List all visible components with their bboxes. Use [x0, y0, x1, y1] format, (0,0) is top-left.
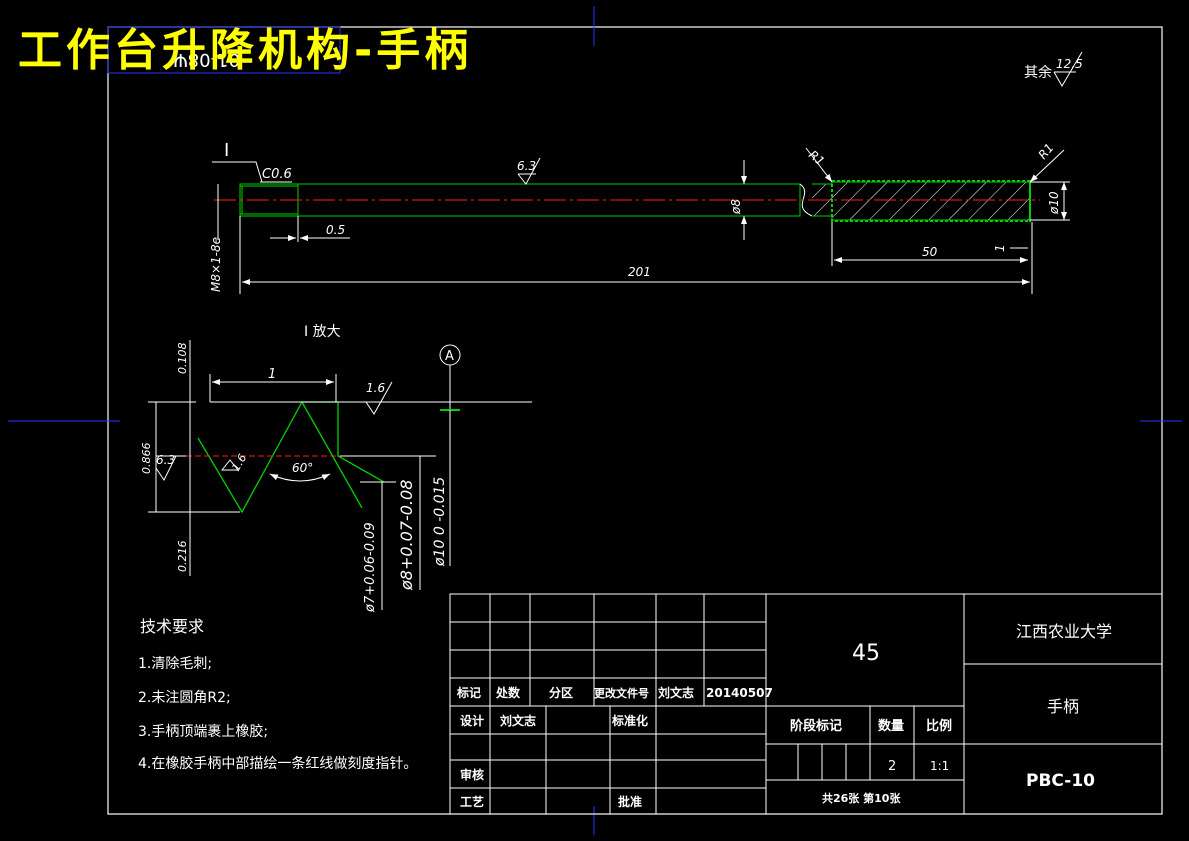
general-roughness-symbol: 其余 12.5 [1024, 51, 1083, 87]
dia-pitch-label: ø7+0.06-0.09 [363, 522, 378, 613]
part-name-label: 手柄 [1047, 697, 1079, 716]
undercut-label: 0.5 [326, 223, 345, 237]
tech-req-item: 2.未注圆角R2; [138, 690, 231, 706]
length-total-label: 201 [628, 265, 651, 279]
radius-left: R1 [806, 148, 827, 169]
sheets-label: 共26张 第10张 [822, 791, 901, 805]
material-label: 45 [852, 641, 880, 666]
detail-view: I 放大 1 1.6 A 6.3 1.6 [140, 324, 532, 613]
overlay-title: 工作台升降机构-手柄 [18, 25, 473, 76]
dia-major-label: ø8+0.07-0.08 [397, 480, 416, 591]
tech-req-item: 3.手柄顶端裹上橡胶; [138, 723, 268, 740]
step-label: 1 [993, 244, 1007, 252]
angle-label: 60° [292, 461, 313, 475]
school-label: 江西农业大学 [1016, 622, 1112, 641]
rev-cell: 分区 [549, 685, 573, 700]
title-block [449, 593, 1163, 815]
designer-name: 刘文志 [500, 713, 536, 728]
dim-0108: 0.108 [176, 343, 189, 375]
scale-value: 1:1 [930, 759, 949, 773]
chamfer-label: C0.6 [262, 167, 292, 182]
radius-right: R1 [1036, 141, 1057, 162]
approve-label: 批准 [618, 794, 642, 809]
rev-cell: 20140507 [706, 686, 773, 700]
rev-cell: 标记 [456, 685, 481, 700]
dia-ref-label: ø10 0 -0.015 [432, 477, 448, 567]
scale-label: 比例 [926, 718, 952, 734]
length-head-label: 50 [922, 245, 938, 259]
dia-head-label: ø10 [1047, 191, 1061, 215]
roughness-mid: 6.3 [517, 159, 536, 173]
dim-0866: 0.866 [140, 443, 153, 475]
dia-shaft-label: ø8 [729, 199, 743, 215]
stage-label: 阶段标记 [790, 718, 842, 734]
title-block-text: 45 江西农业大学 手柄 PBC-10 标记 处数 分区 更改文件号 刘文志 2… [456, 622, 1112, 809]
sheet-frame [8, 6, 1182, 835]
qty-value: 2 [888, 759, 896, 774]
detail-title: I 放大 [304, 324, 341, 340]
tech-req-item: 4.在橡胶手柄中部描绘一条红线做刻度指针。 [138, 755, 417, 772]
roughness-left: 6.3 [156, 453, 175, 467]
design-label: 设计 [460, 713, 484, 728]
detail-marker: I [224, 140, 229, 161]
tech-requirements: 技术要求 1.清除毛刺; 2.未注圆角R2; 3.手柄顶端裹上橡胶; 4.在橡胶… [138, 617, 417, 772]
rev-cell: 刘文志 [658, 685, 694, 700]
main-view: I C0.6 6.3 R1 R1 ø8 ø10 M8×1-8e 0.5 [209, 140, 1070, 294]
dim-0216: 0.216 [176, 541, 189, 573]
tech-req-item: 1.清除毛刺; [138, 656, 212, 672]
tech-req-title: 技术要求 [140, 617, 204, 636]
roughness-flank: 1.6 [366, 381, 385, 395]
review-label: 审核 [460, 767, 484, 782]
drawing-code-label: PBC-10 [1026, 771, 1095, 791]
process-label: 工艺 [460, 794, 484, 809]
qty-label: 数量 [878, 718, 904, 734]
datum-label: A [445, 349, 454, 364]
rev-cell: 更改文件号 [594, 686, 649, 700]
roughness-general-value: 12.5 [1056, 57, 1083, 71]
thread-spec: M8×1-8e [209, 237, 223, 292]
drawing-number-rotated: 01-08Ψ [174, 49, 240, 70]
roughness-prefix: 其余 [1024, 64, 1052, 81]
pitch-label: 1 [268, 367, 276, 382]
standardize-label: 标准化 [611, 713, 648, 728]
rev-cell: 处数 [495, 685, 521, 700]
